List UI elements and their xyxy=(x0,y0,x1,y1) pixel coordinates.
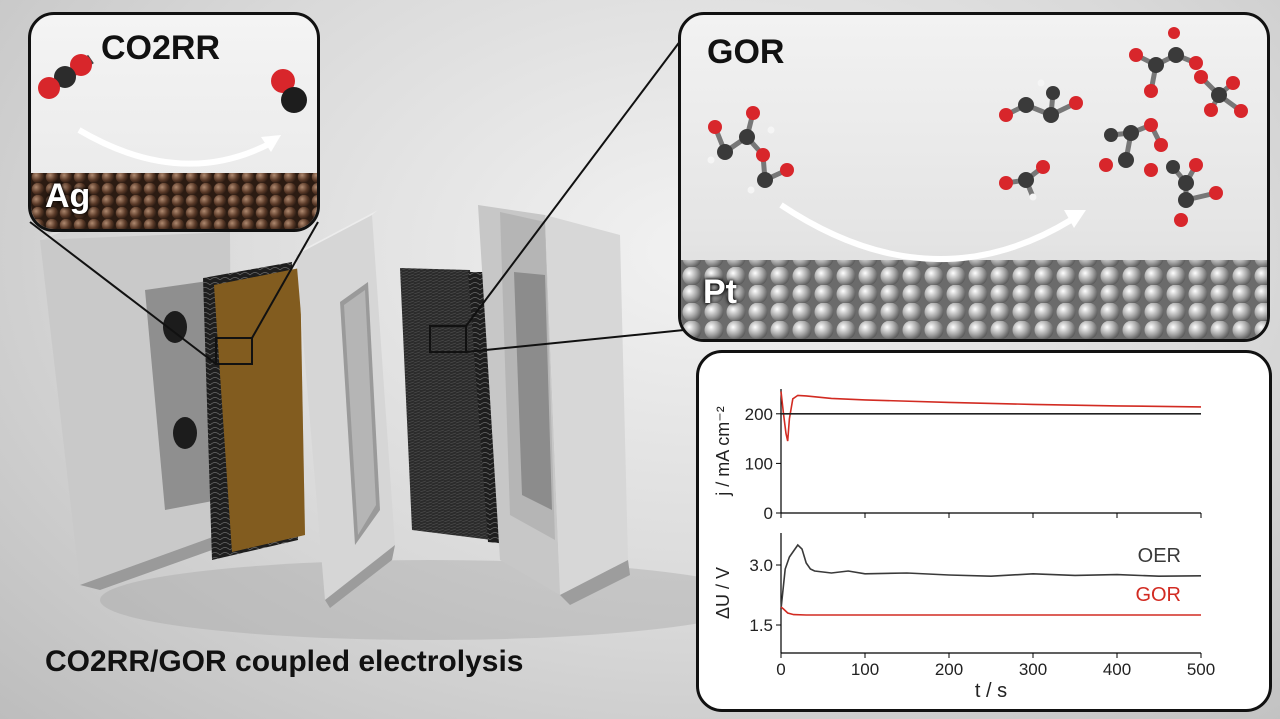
figure-caption: CO2RR/GOR coupled electrolysis xyxy=(45,645,524,678)
x-tick-label: 100 xyxy=(851,660,879,679)
series-line xyxy=(780,391,1202,442)
ag-label: Ag xyxy=(45,177,91,215)
y-tick-label: 0 xyxy=(764,504,773,523)
co2rr-title: CO2RR xyxy=(101,29,221,67)
ground-shadow xyxy=(100,560,760,640)
y-tick-label: 1.5 xyxy=(749,616,773,635)
zoom-connectors xyxy=(29,35,685,365)
series-line xyxy=(780,543,1202,610)
co2-molecule-icon xyxy=(38,54,94,99)
y-axis-label: ΔU / V xyxy=(713,567,733,619)
y-axis-label: j / mA cm⁻² xyxy=(713,406,733,497)
series-label: OER xyxy=(1138,545,1181,567)
co2rr-inset: CO2RR Ag xyxy=(28,12,320,232)
x-axis-label: t / s xyxy=(975,680,1007,702)
x-tick-label: 0 xyxy=(776,660,785,679)
gor-inset: GOR Pt xyxy=(678,12,1270,342)
reaction-arrow-icon xyxy=(779,202,1086,263)
pt-label: Pt xyxy=(703,273,737,311)
right-end-plate xyxy=(478,205,630,605)
series-line xyxy=(780,606,1201,616)
glycerol-atoms xyxy=(707,106,794,194)
x-tick-label: 400 xyxy=(1103,660,1131,679)
y-tick-label: 3.0 xyxy=(749,556,773,575)
x-tick-label: 300 xyxy=(1019,660,1047,679)
co-molecule-icon xyxy=(271,69,307,113)
series-label: GOR xyxy=(1135,584,1181,606)
y-tick-label: 100 xyxy=(745,454,773,473)
ag-surface xyxy=(31,173,317,229)
electrolysis-chart: 0 100 200 j / mA cm⁻² 1.5 3.0 ΔU / V 0 100 200 300… xyxy=(713,389,1215,702)
x-tick-label: 500 xyxy=(1187,660,1215,679)
gor-scene xyxy=(681,27,1267,339)
left-end-plate xyxy=(40,222,240,590)
electrolysis-chart-inset: 0 100 200 j / mA cm⁻² 1.5 3.0 ΔU / V 0 100 200 300… xyxy=(696,350,1272,712)
pt-surface xyxy=(681,260,1267,339)
product-molecules-icon xyxy=(999,27,1248,227)
reaction-arrow-icon xyxy=(77,127,281,167)
x-tick-label: 200 xyxy=(935,660,963,679)
co2rr-scene xyxy=(31,54,317,229)
gor-title: GOR xyxy=(707,33,785,71)
middle-frame xyxy=(296,210,395,608)
y-tick-label: 200 xyxy=(745,405,773,424)
